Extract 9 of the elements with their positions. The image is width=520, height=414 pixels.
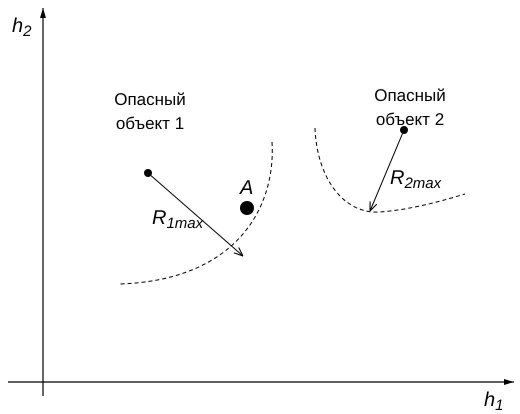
point-label: A bbox=[240, 176, 254, 200]
axis-label: h$_{1}$ bbox=[484, 388, 504, 412]
object-label: Опасный объект 2 bbox=[352, 84, 468, 132]
radius-arrow bbox=[369, 133, 403, 212]
axis-label: h$_{2}$ bbox=[12, 14, 32, 38]
edge-label: R$_{1max}$ bbox=[152, 206, 204, 230]
object-label: Опасный объект 1 bbox=[92, 88, 208, 136]
radius-arrow bbox=[150, 175, 244, 257]
edge-label: R$_{2max}$ bbox=[390, 166, 442, 190]
